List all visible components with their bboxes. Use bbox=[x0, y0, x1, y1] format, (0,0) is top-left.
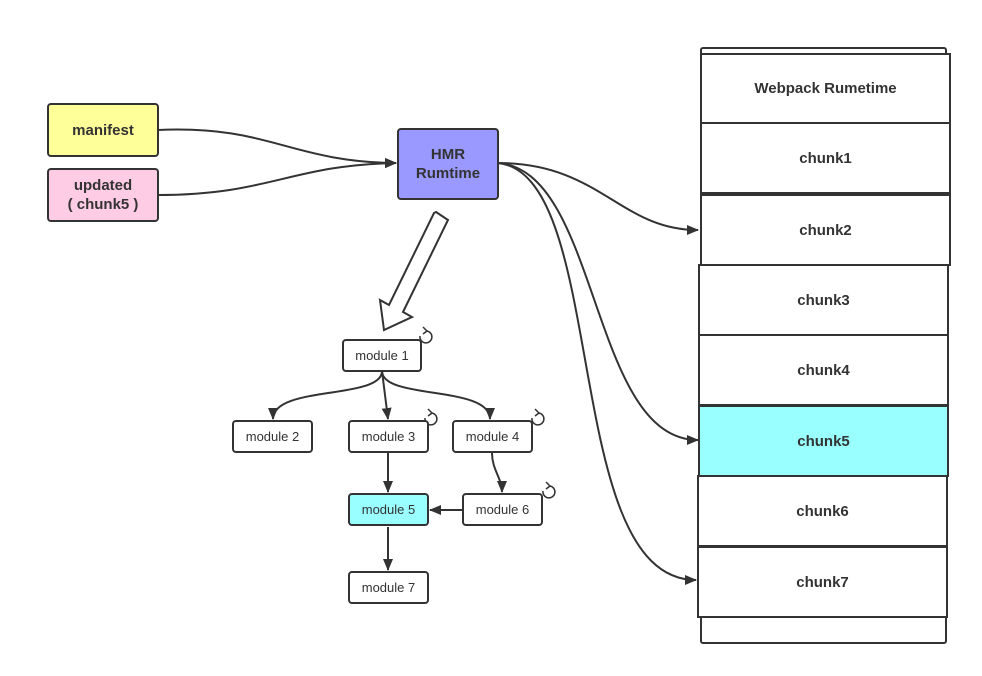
chunk-7: chunk7 bbox=[697, 546, 948, 618]
module-label: module 3 bbox=[361, 429, 416, 444]
chunk-4: chunk4 bbox=[698, 334, 949, 406]
module-2: module 2 bbox=[232, 420, 313, 453]
refresh-icon bbox=[542, 481, 556, 499]
chunk-1: chunk1 bbox=[700, 122, 951, 194]
chunk-label: chunk3 bbox=[797, 291, 850, 309]
edge-m4-m6 bbox=[491, 452, 507, 493]
updated-label: updated ( chunk5 ) bbox=[67, 177, 139, 213]
module-label: module 6 bbox=[475, 502, 530, 517]
hmr-runtime-box: HMR Rumtime bbox=[397, 128, 499, 200]
module-7: module 7 bbox=[348, 571, 429, 604]
edge-m1-m4 bbox=[381, 370, 495, 420]
chunk-2: chunk2 bbox=[700, 194, 951, 266]
edge-hmr-chunk5 bbox=[497, 162, 699, 445]
module-3: module 3 bbox=[348, 420, 429, 453]
chunk-label: chunk5 bbox=[797, 432, 850, 450]
hmr-runtime-label: HMR Rumtime bbox=[415, 146, 481, 182]
chunk-webpack-runtime: Webpack Rumetime bbox=[700, 53, 951, 124]
module-label: module 7 bbox=[361, 580, 416, 595]
module-label: module 4 bbox=[465, 429, 520, 444]
hollow-arrow bbox=[378, 210, 450, 332]
chunk-5: chunk5 bbox=[698, 405, 949, 477]
chunk-label: chunk7 bbox=[796, 573, 849, 591]
refresh-icon bbox=[531, 408, 545, 426]
chunk-label: chunk4 bbox=[797, 361, 850, 379]
module-1: module 1 bbox=[342, 339, 422, 372]
module-label: module 5 bbox=[361, 502, 416, 517]
edge-updated-hmr bbox=[157, 158, 397, 196]
chunk-3: chunk3 bbox=[698, 264, 949, 336]
refresh-icon bbox=[419, 326, 433, 344]
module-4: module 4 bbox=[452, 420, 533, 453]
module-label: module 2 bbox=[245, 429, 300, 444]
chunk-label: chunk6 bbox=[796, 502, 849, 520]
chunk-label: chunk1 bbox=[799, 149, 852, 167]
manifest-box: manifest bbox=[47, 103, 159, 157]
chunk-label: Webpack Rumetime bbox=[754, 80, 897, 97]
manifest-label: manifest bbox=[72, 121, 134, 139]
edge-m1-m2 bbox=[268, 370, 383, 420]
chunk-6: chunk6 bbox=[697, 475, 948, 547]
chunk-label: chunk2 bbox=[799, 221, 852, 239]
module-5: module 5 bbox=[348, 493, 429, 526]
edge-hmr-chunk7 bbox=[497, 162, 697, 585]
updated-box: updated ( chunk5 ) bbox=[47, 168, 159, 222]
edge-manifest-hmr bbox=[157, 128, 397, 168]
module-label: module 1 bbox=[355, 348, 409, 363]
edge-m1-m3 bbox=[381, 370, 392, 420]
edge-hmr-chunk2 bbox=[497, 162, 699, 235]
module-6: module 6 bbox=[462, 493, 543, 526]
